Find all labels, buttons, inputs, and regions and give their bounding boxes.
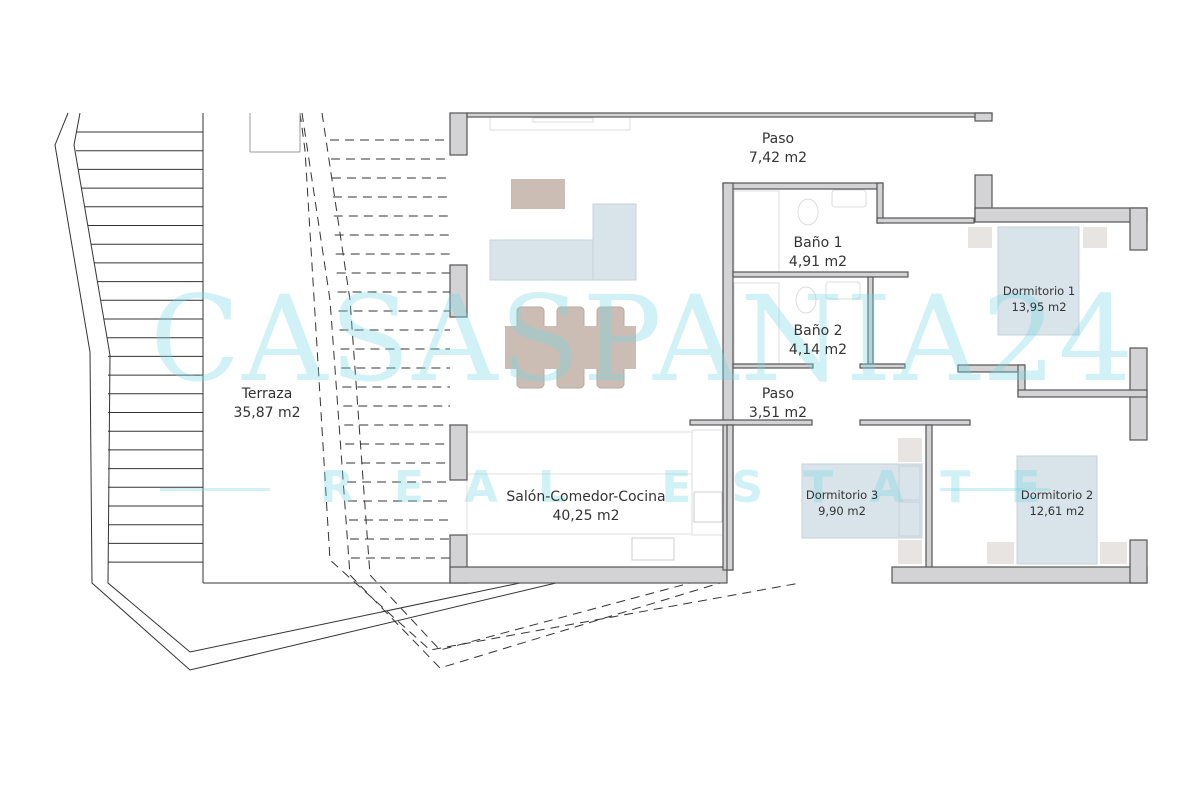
terrace-outline bbox=[54, 112, 557, 671]
bed-dormitorio-1 bbox=[997, 226, 1080, 336]
dining-table bbox=[505, 326, 636, 369]
stair-treads bbox=[76, 131, 203, 563]
bed-dormitorio-3 bbox=[801, 463, 923, 539]
coffee-table bbox=[511, 179, 565, 209]
railing bbox=[249, 113, 301, 153]
dashed-stair-treads bbox=[330, 139, 450, 559]
sink bbox=[631, 537, 675, 561]
furniture bbox=[466, 112, 1127, 565]
walls bbox=[449, 112, 1148, 584]
dashed-stair bbox=[299, 112, 801, 669]
bed-dormitorio-2 bbox=[1016, 455, 1098, 565]
kitchen-counter bbox=[466, 431, 693, 475]
